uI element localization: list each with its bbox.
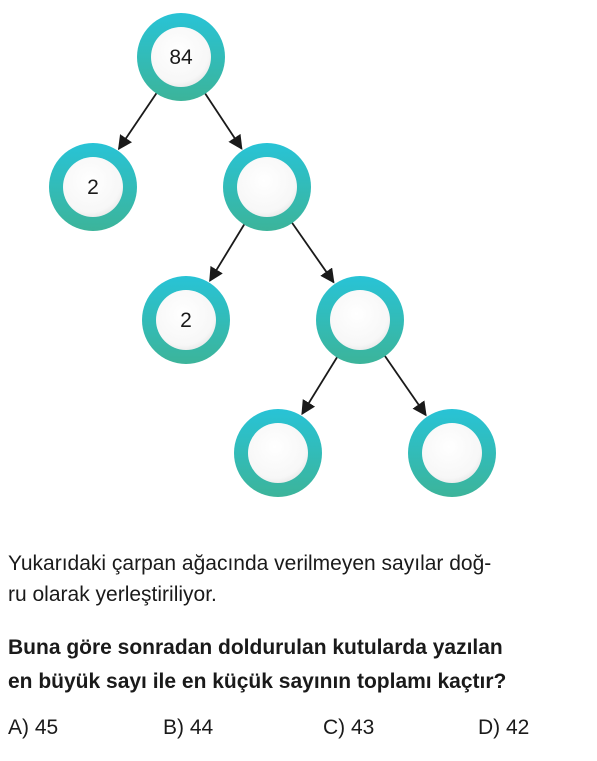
- intro-line-1: Yukarıdaki çarpan ağacında verilmeyen sa…: [8, 552, 492, 575]
- tree-node-box: [63, 157, 123, 217]
- tree-node-box: [330, 290, 390, 350]
- question-intro: Yukarıdaki çarpan ağacında verilmeyen sa…: [8, 548, 593, 610]
- question-prompt: Buna göre sonradan doldurulan kutularda …: [8, 631, 593, 699]
- prompt-line-1: Buna göre sonradan doldurulan kutularda …: [8, 636, 503, 659]
- answer-option-b[interactable]: B) 44: [163, 716, 214, 739]
- tree-node-l2-right: [316, 276, 404, 364]
- tree-arrow-root-to-l1-right: [203, 91, 243, 150]
- tree-arrow-l1-right-to-l2-left: [209, 222, 246, 282]
- tree-nodes: 84 2 2: [49, 13, 496, 497]
- tree-node-box: [237, 157, 297, 217]
- tree-node-l3-right: [408, 409, 496, 497]
- tree-node-l2-left: 2: [142, 276, 230, 364]
- tree-node-value: 84: [169, 46, 193, 69]
- tree-node-box: [422, 423, 482, 483]
- tree-node-box: [248, 423, 308, 483]
- tree-node-root: 84: [137, 13, 225, 101]
- tree-arrow-l2-right-to-l3-right: [383, 354, 427, 417]
- tree-arrow-root-to-l1-left: [117, 91, 159, 151]
- answer-options: A) 45 B) 44 C) 43 D) 42: [8, 716, 593, 746]
- prompt-line-2: en büyük sayı ile en küçük sayının topla…: [8, 670, 507, 693]
- tree-edges: [117, 91, 427, 417]
- tree-node-value: 2: [180, 309, 192, 332]
- answer-option-d[interactable]: D) 42: [478, 716, 530, 739]
- tree-arrow-l1-right-to-l2-right: [290, 220, 335, 284]
- tree-node-box: [151, 27, 211, 87]
- intro-line-2: ru olarak yerleştiriliyor.: [8, 583, 217, 606]
- answer-option-a[interactable]: A) 45: [8, 716, 59, 739]
- tree-node-l3-left: [234, 409, 322, 497]
- answer-option-c[interactable]: C) 43: [323, 716, 375, 739]
- tree-node-l1-left: 2: [49, 143, 137, 231]
- tree-node-l1-right: [223, 143, 311, 231]
- tree-node-box: [156, 290, 216, 350]
- tree-arrow-l2-right-to-l3-left: [301, 355, 339, 416]
- factor-tree: 84 2 2: [49, 13, 496, 497]
- tree-node-value: 2: [87, 176, 99, 199]
